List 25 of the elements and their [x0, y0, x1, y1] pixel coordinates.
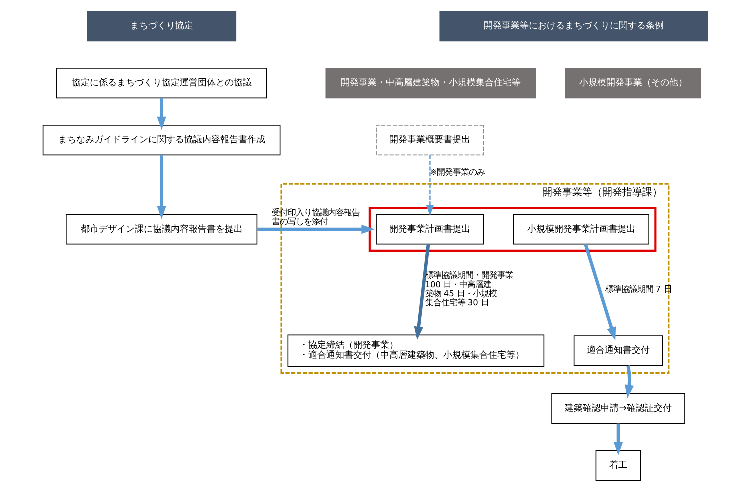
- node-box: まちなみガイドラインに関する協議内容報告書作成: [42, 125, 280, 156]
- arrow: [156, 155, 166, 220]
- edge-label: 標準協議期間 7 日: [604, 284, 672, 294]
- node-box: 小規模開発事業計画書提出: [512, 214, 649, 245]
- node-box: 協定に係るまちづくり協定運営団体との協議: [56, 68, 267, 99]
- edge-label: 受付印入り協議内容報告書の写しを添付: [271, 207, 360, 227]
- node-box: 開発事業・中高層建築物・小規模集合住宅等: [325, 68, 536, 99]
- cluster: [368, 206, 656, 252]
- edge-label: ※開発事業のみ: [430, 166, 485, 177]
- node-box: 建築確認申請→確認証交付: [551, 393, 685, 424]
- arrow: [624, 366, 634, 398]
- node-box: 都市デザイン課に協議内容報告書を提出: [66, 214, 258, 245]
- arrow: [257, 224, 374, 234]
- node-box: 適合通知書交付: [573, 336, 663, 366]
- node-box: まちづくり協定: [86, 11, 236, 42]
- node-box: 開発事業等におけるまちづくりに関する条例: [439, 11, 708, 42]
- node-box: 着工: [595, 450, 641, 481]
- node-box: ・協定締結（開発事業） ・適合通知書交付（中高層建築物、小規模集合住宅等）: [287, 334, 544, 367]
- node-box: 小規模開発事業（その他）: [564, 68, 701, 99]
- arrow: [584, 244, 616, 341]
- arrow: [613, 424, 623, 456]
- arrow: [156, 98, 166, 130]
- node-box: 開発事業概要書提出: [376, 125, 484, 156]
- arrow: [426, 155, 434, 216]
- node-box: 開発事業計画書提出: [376, 214, 484, 245]
